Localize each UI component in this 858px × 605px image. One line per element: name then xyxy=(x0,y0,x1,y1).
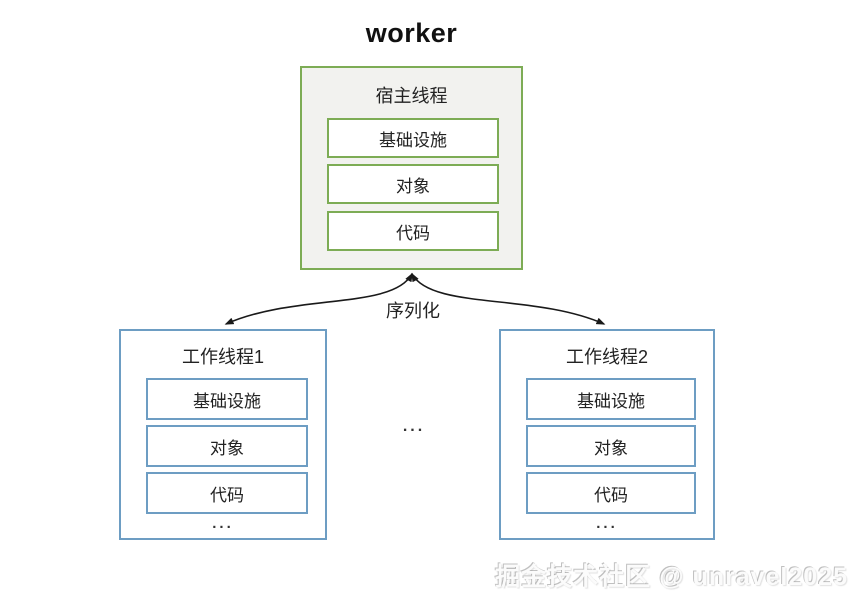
worker-thread-2-box: 工作线程2 基础设施 对象 代码 ... xyxy=(499,329,715,540)
host-thread-box: 宿主线程 基础设施 对象 代码 xyxy=(300,66,523,270)
worker1-item-object: 对象 xyxy=(146,425,308,467)
host-item-infrastructure: 基础设施 xyxy=(327,118,499,158)
more-workers-ellipsis: ... xyxy=(402,418,426,435)
serialization-label: 序列化 xyxy=(386,301,440,321)
host-item-code: 代码 xyxy=(327,211,499,251)
host-thread-label: 宿主线程 xyxy=(375,86,448,106)
host-item-object: 对象 xyxy=(327,164,499,204)
worker1-item-infrastructure: 基础设施 xyxy=(146,378,308,420)
page-title: worker xyxy=(365,18,458,48)
worker2-item-code: 代码 xyxy=(526,472,696,514)
worker-thread-1-label: 工作线程1 xyxy=(181,347,264,367)
worker2-item-infrastructure: 基础设施 xyxy=(526,378,696,420)
worker2-item-object: 对象 xyxy=(526,425,696,467)
worker-thread-1-box: 工作线程1 基础设施 对象 代码 ... xyxy=(119,329,327,540)
watermark: 掘金技术社区 @ unravel2025 xyxy=(495,563,848,591)
worker2-more-ellipsis: ... xyxy=(596,515,618,532)
worker1-item-code: 代码 xyxy=(146,472,308,514)
worker1-more-ellipsis: ... xyxy=(212,515,234,532)
worker-thread-2-label: 工作线程2 xyxy=(565,347,648,367)
